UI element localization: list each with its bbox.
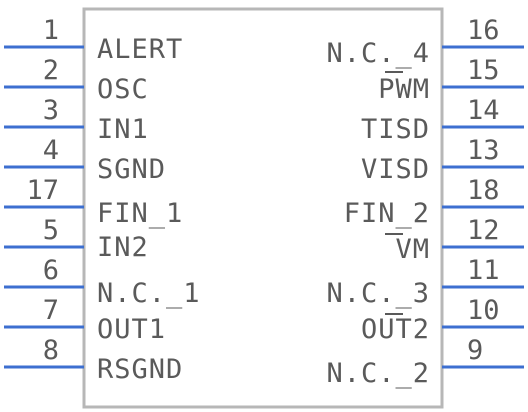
pin-number-right-7: 11 [467,255,500,286]
pin-number-left-8: 7 [43,295,59,326]
pin-label-left-5: FIN_1 [97,198,183,229]
pin-number-left-4: 4 [43,135,59,166]
pin-label-right-1: N.C._4 [326,38,430,69]
pin-label-right-4: VISD [361,154,430,185]
pin-number-right-4: 13 [467,135,500,166]
pin-number-right-5: 18 [467,175,500,206]
pin-label-left-9: RSGND [97,354,183,385]
pin-number-left-3: 3 [43,95,59,126]
pin-number-right-2: 15 [467,55,500,86]
pin-number-right-9: 9 [467,335,483,366]
pin-label-right-5: FIN_2 [344,198,430,229]
pin-label-left-6: IN2 [97,232,149,263]
pin-number-left-1: 1 [43,15,59,46]
pin-number-left-2: 2 [43,55,59,86]
ic-body [82,7,444,409]
pin-number-right-6: 12 [467,215,500,246]
pin-number-right-1: 16 [467,15,500,46]
pin-label-left-1: ALERT [97,34,183,65]
pin-label-left-7: N.C._1 [97,278,201,309]
pin-label-right-9: N.C._2 [326,358,430,389]
pin-number-right-8: 10 [467,295,500,326]
pin-number-right-3: 14 [467,95,500,126]
pin-label-right-2: PWM [378,74,430,105]
pin-label-left-2: OSC [97,74,149,105]
pin-label-right-7: N.C._3 [326,278,430,309]
pin-number-left-9: 8 [43,335,59,366]
pin-number-left-7: 6 [43,255,59,286]
pin-label-left-8: OUT1 [97,314,166,345]
pin-label-right-6: VM [395,234,430,265]
pin-label-left-3: IN1 [97,114,149,145]
pin-label-right-3: TISD [361,114,430,145]
pin-label-left-4: SGND [97,154,166,185]
pin-label-right-8: OUT2 [361,314,430,345]
pin-number-left-6: 5 [43,215,59,246]
pin-number-left-5: 17 [26,175,59,206]
